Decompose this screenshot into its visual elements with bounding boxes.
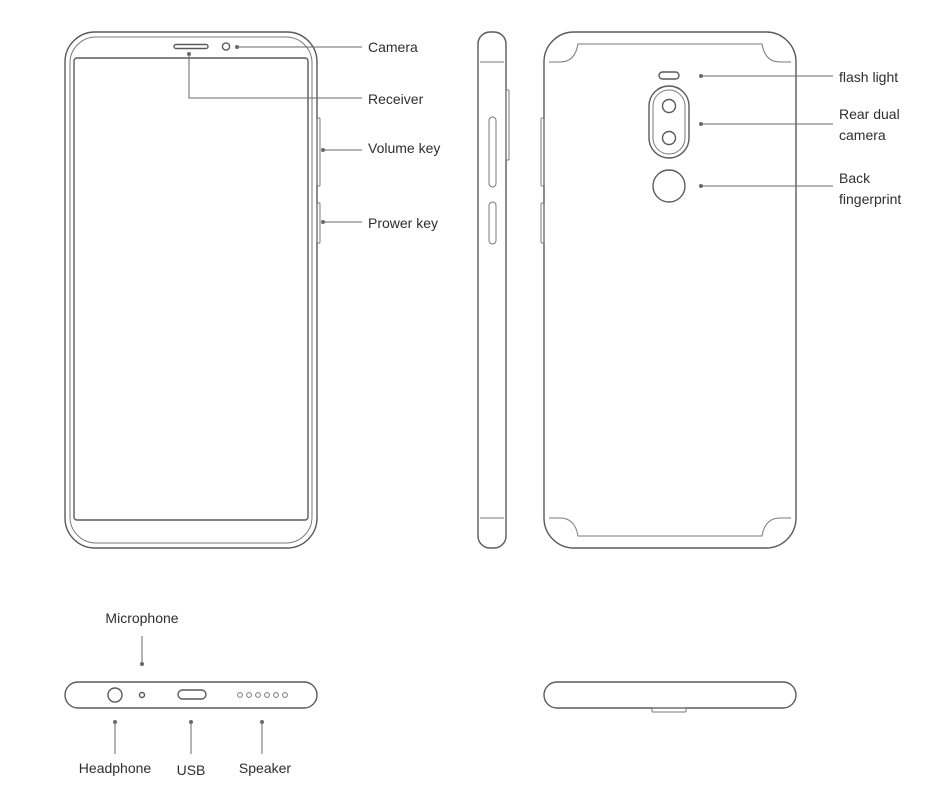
headphone-leader-dot — [113, 720, 117, 724]
side-volume-key — [488, 116, 497, 188]
side-body-outline — [477, 31, 507, 549]
microphone-label: Microphone — [105, 610, 178, 626]
receiver-slot — [173, 43, 209, 50]
speaker-hole — [246, 692, 252, 698]
side-view — [477, 31, 510, 549]
volume-key-leader-dot — [321, 148, 325, 152]
rear-camera-module — [648, 85, 690, 159]
side-camera-bump — [505, 89, 510, 161]
bottom-body-outline — [64, 681, 318, 709]
back-side-key-bottom — [540, 202, 545, 244]
usb-label: USB — [177, 762, 206, 778]
volume-key-label: Volume key — [368, 140, 440, 156]
microphone-leader-dot — [140, 662, 144, 666]
receiver-leader — [188, 54, 362, 99]
back-view: flash light Rear dual camera Back finger… — [540, 31, 901, 549]
speaker-label: Speaker — [239, 760, 291, 776]
speaker-leader-dot — [260, 720, 264, 724]
front-screen — [73, 57, 309, 521]
speaker-hole — [282, 692, 288, 698]
rear-camera-lens-bottom — [661, 130, 677, 146]
rear-dual-camera-label-line1: Rear dual — [839, 106, 900, 122]
back-side-key-top — [540, 117, 545, 187]
receiver-leader-dot — [187, 52, 191, 56]
back-fingerprint-label-line2: fingerprint — [839, 191, 901, 207]
rear-dual-camera-label-line2: camera — [839, 127, 886, 143]
side-power-key — [488, 201, 497, 245]
speaker-grille — [237, 692, 288, 698]
flash-light-label: flash light — [839, 69, 898, 85]
microphone-hole — [138, 691, 146, 699]
camera-leader-dot — [235, 45, 239, 49]
speaker-hole — [237, 692, 243, 698]
flash-light — [658, 71, 680, 80]
power-key-label: Prower key — [368, 215, 438, 231]
usb-leader-dot — [189, 720, 193, 724]
top-view — [543, 681, 797, 713]
top-edge-notch — [651, 707, 687, 713]
rear-camera-lens-top — [661, 98, 677, 114]
fingerprint-leader-dot — [699, 184, 703, 188]
speaker-hole — [273, 692, 279, 698]
power-key — [316, 202, 321, 244]
back-bottom-antenna-line — [549, 517, 791, 537]
top-body-outline — [543, 681, 797, 709]
volume-key — [316, 117, 321, 187]
bottom-view: Microphone Headphone USB Speaker — [64, 610, 318, 778]
speaker-hole — [264, 692, 270, 698]
flash-light-leader-dot — [699, 74, 703, 78]
back-top-antenna-line — [549, 43, 791, 63]
camera-label: Camera — [368, 39, 418, 55]
rear-camera-module-inner — [652, 89, 686, 155]
headphone-jack — [107, 687, 123, 703]
usb-port — [177, 689, 207, 700]
speaker-hole — [255, 692, 261, 698]
fingerprint-sensor — [652, 169, 686, 203]
back-body-outline — [543, 31, 797, 549]
front-view: Camera Receiver Volume key Prower key — [64, 31, 440, 549]
front-body-outline — [64, 31, 318, 549]
front-camera-lens — [221, 42, 231, 51]
back-fingerprint-label-line1: Back — [839, 170, 871, 186]
power-key-leader-dot — [321, 220, 325, 224]
rear-camera-leader-dot — [699, 122, 703, 126]
headphone-label: Headphone — [79, 760, 152, 776]
front-body-inner-rim — [69, 36, 313, 544]
receiver-label: Receiver — [368, 91, 424, 107]
